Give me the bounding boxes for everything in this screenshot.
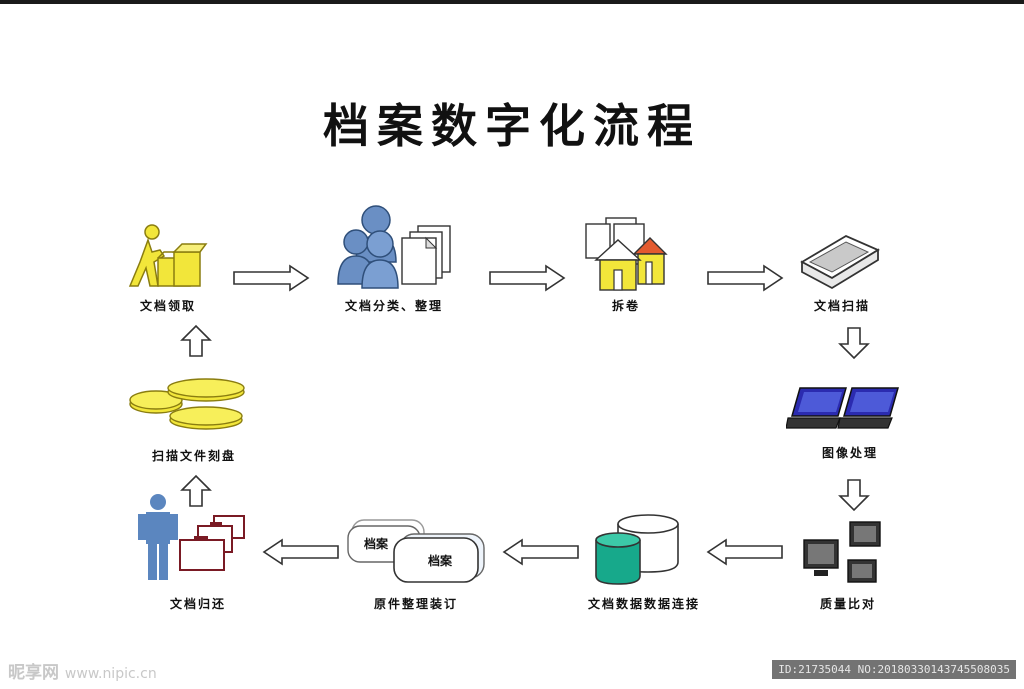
watermark-site-url: www.nipic.cn <box>64 666 157 682</box>
arrow-left-icon <box>262 538 339 566</box>
diagram-canvas: 档案数字化流程 文档领取 文档分类、整理 <box>0 4 1024 689</box>
arrow-up-icon <box>180 474 212 507</box>
arrow-right-icon <box>489 264 566 292</box>
step-label-scanning: 文档扫描 <box>813 299 871 313</box>
worker-box-icon <box>128 224 208 287</box>
arrow-up-icon <box>180 324 212 357</box>
step-label-quality-check: 质量比对 <box>819 597 877 611</box>
archive-card-text-front: 档案 <box>428 554 453 568</box>
monitors-icon <box>803 521 881 583</box>
step-label-disc-burning: 扫描文件刻盘 <box>151 449 237 463</box>
watermark-id: ID:21735044 NO:20180330143745508035 <box>772 660 1016 679</box>
houses-documents-icon <box>585 217 668 291</box>
step-label-classify-organize: 文档分类、整理 <box>344 299 444 313</box>
arrow-left-icon <box>706 538 783 566</box>
person-folders-icon <box>138 494 245 580</box>
database-icon <box>595 514 679 585</box>
watermark-site-name: 昵享网 <box>8 663 59 683</box>
discs-icon <box>129 378 245 430</box>
archive-card-text-back: 档案 <box>364 537 389 551</box>
laptops-icon <box>786 387 899 429</box>
arrow-left-icon <box>502 538 579 566</box>
arrow-right-icon <box>233 264 310 292</box>
arrow-right-icon <box>707 264 784 292</box>
diagram-title: 档案数字化流程 <box>323 99 701 153</box>
step-label-data-linking: 文档数据数据连接 <box>587 597 701 611</box>
arrow-down-icon <box>838 479 870 512</box>
step-label-rebinding: 原件整理装订 <box>373 597 459 611</box>
archive-cards-icon: 档案 档案 <box>344 518 490 584</box>
watermark-site: 昵享网 www.nipic.cn <box>8 658 157 683</box>
arrow-down-icon <box>838 327 870 360</box>
scanner-icon <box>800 234 880 290</box>
people-documents-icon <box>337 205 451 289</box>
step-label-document-return: 文档归还 <box>169 597 227 611</box>
step-label-unbinding: 拆卷 <box>611 299 641 313</box>
step-label-document-pickup: 文档领取 <box>139 299 197 313</box>
step-label-image-processing: 图像处理 <box>821 446 879 460</box>
